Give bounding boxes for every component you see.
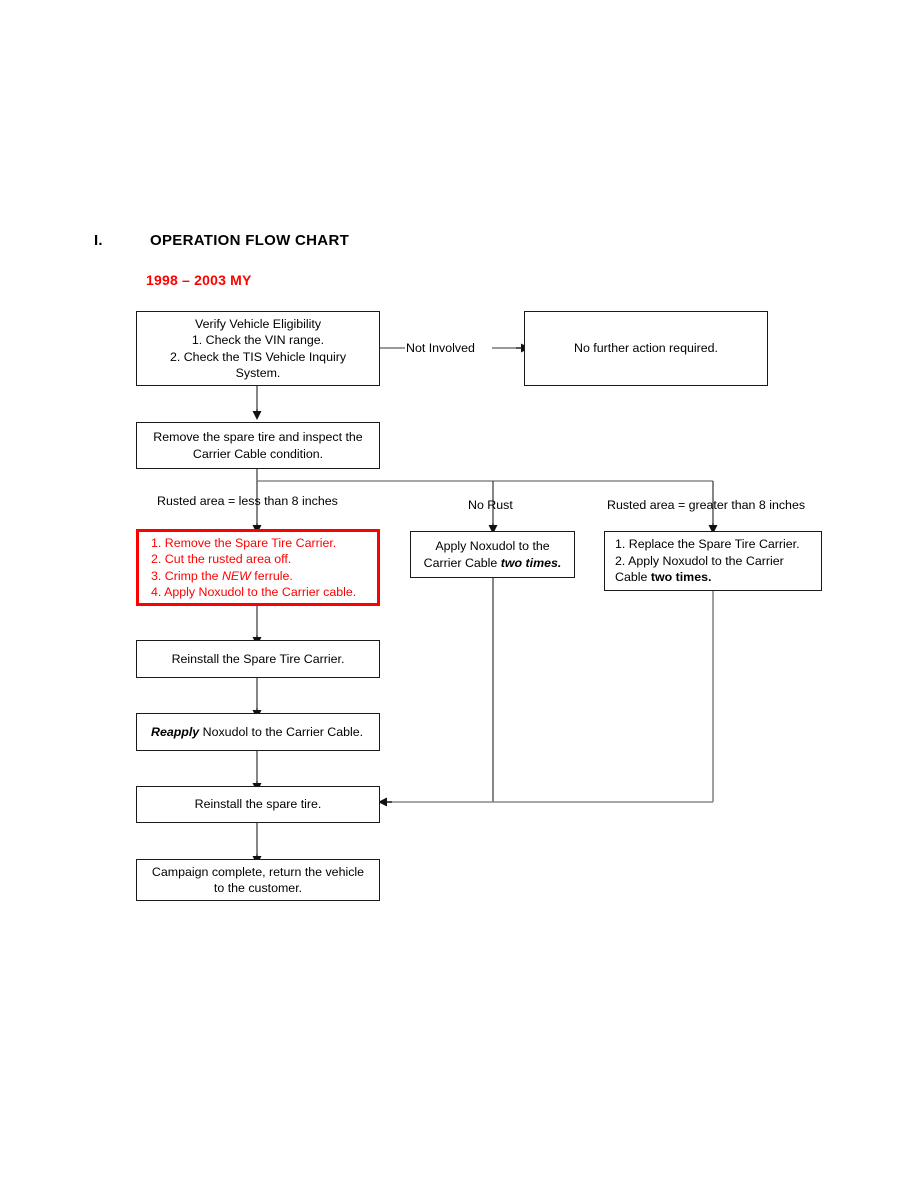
verify-line-1: Verify Vehicle Eligibility <box>194 316 322 331</box>
node-reinstall-spare-tire: Reinstall the spare tire. <box>136 786 380 823</box>
complete-line-2: to the customer. <box>213 881 303 895</box>
node-no-further-action: No further action required. <box>524 311 768 386</box>
node-apply-noxudol-two-times: Apply Noxudol to the Carrier Cable two t… <box>410 531 575 578</box>
node-campaign-complete: Campaign complete, return the vehicle to… <box>136 859 380 901</box>
noxudol-line-2: Carrier Cable two times. <box>423 555 562 570</box>
complete-line-1: Campaign complete, return the vehicle <box>151 864 365 879</box>
remove-line-2: Carrier Cable condition. <box>192 446 324 461</box>
verify-line-2: 1. Check the VIN range. <box>191 333 325 348</box>
repair-step-3: 3. Crimp the NEW ferrule. <box>151 568 293 583</box>
node-replace-carrier-steps: 1. Replace the Spare Tire Carrier. 2. Ap… <box>604 531 822 591</box>
node-remove-spare-tire-inspect: Remove the spare tire and inspect the Ca… <box>136 422 380 469</box>
repair-step-2: 2. Cut the rusted area off. <box>151 552 292 567</box>
replace-step-1: 1. Replace the Spare Tire Carrier. <box>615 537 800 552</box>
node-reapply-noxudol: Reapply Noxudol to the Carrier Cable. <box>136 713 380 751</box>
reapply-text: Reapply Noxudol to the Carrier Cable. <box>151 724 364 739</box>
no-action-text: No further action required. <box>574 341 718 356</box>
verify-line-4: System. <box>235 365 281 380</box>
node-reinstall-spare-tire-carrier: Reinstall the Spare Tire Carrier. <box>136 640 380 678</box>
repair-step-4: 4. Apply Noxudol to the Carrier cable. <box>151 584 357 599</box>
edge-label-no-rust: No Rust <box>468 498 513 512</box>
edge-label-rusted-less-than-8: Rusted area = less than 8 inches <box>157 494 338 508</box>
edge-label-not-involved: Not Involved <box>406 341 475 355</box>
repair-step-1: 1. Remove the Spare Tire Carrier. <box>151 535 337 550</box>
page-title: OPERATION FLOW CHART <box>150 232 350 249</box>
remove-line-1: Remove the spare tire and inspect the <box>153 430 363 445</box>
reinstall-carrier-text: Reinstall the Spare Tire Carrier. <box>171 651 345 666</box>
reinstall-tire-text: Reinstall the spare tire. <box>194 797 322 812</box>
edge-label-rusted-greater-than-8: Rusted area = greater than 8 inches <box>607 498 806 512</box>
node-verify-vehicle-eligibility: Verify Vehicle Eligibility 1. Check the … <box>136 311 380 386</box>
verify-line-3: 2. Check the TIS Vehicle Inquiry <box>169 349 347 364</box>
section-number: I. <box>94 232 103 249</box>
noxudol-line-1: Apply Noxudol to the <box>435 539 550 554</box>
model-year-subtitle: 1998 – 2003 MY <box>146 272 252 288</box>
node-repair-steps-highlighted: 1. Remove the Spare Tire Carrier. 2. Cut… <box>136 529 380 606</box>
